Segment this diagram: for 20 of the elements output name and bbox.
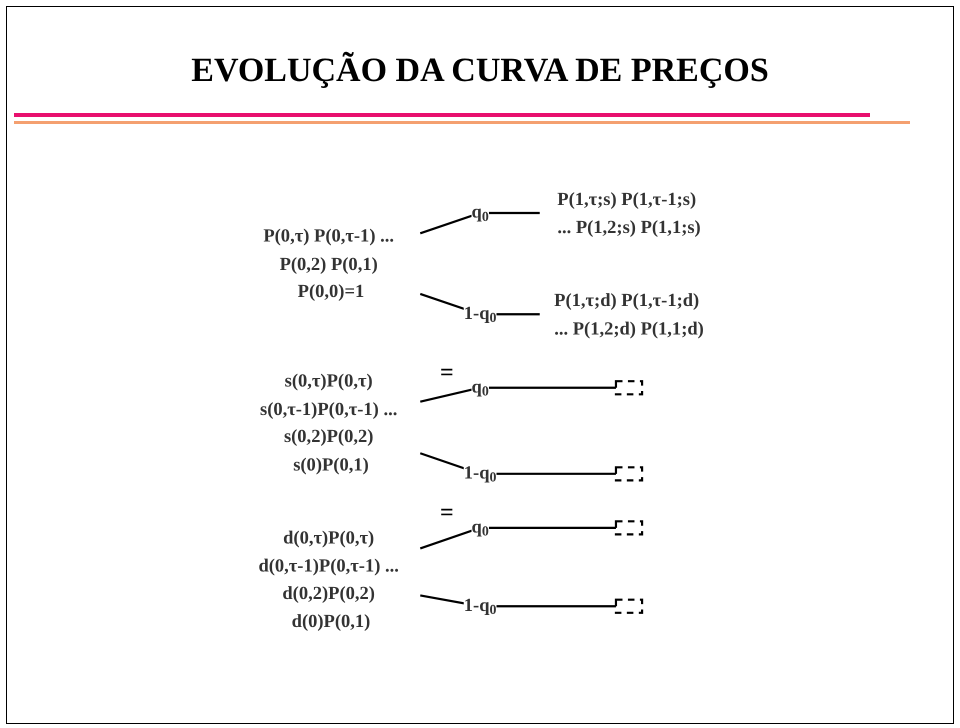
node-line: [614, 466, 644, 482]
connector: [420, 386, 616, 403]
equals-sign: =: [440, 360, 454, 387]
node-text: P(1,τ;s) P(1,τ-1;s) ... P(1,2;s) P(1,1;s): [557, 188, 701, 237]
node-text: P(1,τ;d) P(1,τ-1;d) ... P(1,2;d) P(1,1;d): [554, 290, 704, 338]
connector: [420, 526, 616, 550]
node-text: s(0,τ)P(0,τ) s(0,τ-1)P(0,τ-1) ... s(0,2)P(0,2) s(0)P(0,1): [260, 370, 398, 474]
node-line: [614, 380, 644, 396]
node-text: P(0,τ) P(0,τ-1) ... P(0,2) P(0,1) P(0,0)=1: [263, 225, 394, 302]
edge-label: 1-q$_{0}$: [464, 594, 496, 618]
title: EVOLUÇÃO DA CURVA DE PREÇOS: [190, 52, 770, 90]
equals-sign: =: [440, 500, 454, 527]
edge-label: q$_{0}$: [472, 516, 489, 540]
edge-label: q$_{0}$: [472, 376, 489, 400]
edge-label: 1-q$_{0}$: [464, 462, 496, 486]
node-line: [614, 598, 644, 614]
edge-label: 1-q$_{0}$: [464, 302, 496, 326]
node-line: [614, 520, 644, 536]
node-text: d(0,τ)P(0,τ) d(0,τ-1)P(0,τ-1) ... d(0,2)P(0,2) d(0)P(0,1): [258, 526, 399, 631]
edge-label: q$_{0}$: [472, 201, 489, 224]
